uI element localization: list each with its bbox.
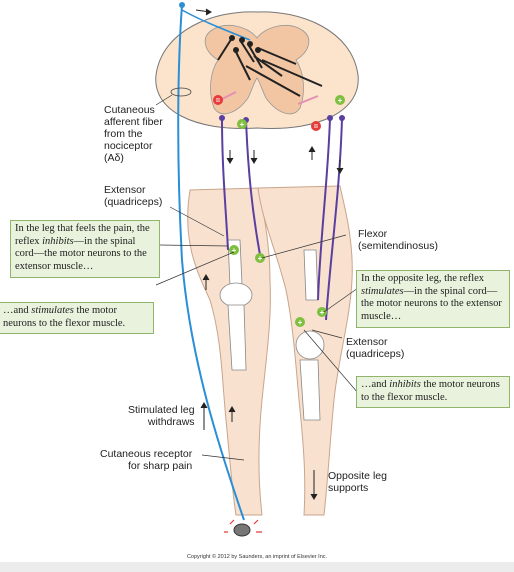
- interneuron-bodies: [229, 35, 261, 53]
- stimulates-left-box: …and stimulates the motor neurons to the…: [0, 302, 154, 334]
- svg-text:=: =: [216, 96, 221, 105]
- nerve-sheath: [170, 87, 192, 97]
- pain-stimulus: [224, 519, 262, 537]
- interneurons: [217, 37, 323, 105]
- svg-text:+: +: [338, 96, 343, 105]
- extensor-right-label: Extensor (quadriceps): [346, 336, 405, 360]
- leader-lines: [155, 94, 359, 461]
- svg-text:+: +: [258, 254, 263, 263]
- copyright: Copyright © 2012 by Saunders, an imprint…: [186, 554, 328, 560]
- synapse-sign-text: = + = + + + + +: [216, 96, 343, 327]
- left-leg: [187, 187, 271, 516]
- svg-text:+: +: [232, 246, 237, 255]
- svg-text:+: +: [320, 308, 325, 317]
- inhibits-left-box: In the leg that feels the pain, the refl…: [10, 220, 160, 278]
- svg-text:+: +: [298, 318, 303, 327]
- left-knee-bones: [219, 239, 253, 371]
- flexor-right-label: Flexor (semitendinosus): [358, 228, 438, 252]
- svg-text:+: +: [240, 120, 245, 129]
- dorsal-root-ganglion: [179, 2, 185, 8]
- extensor-left-label: Extensor (quadriceps): [104, 184, 163, 208]
- bottom-bar: [0, 562, 514, 572]
- spinal-cord: [155, 11, 359, 129]
- afferent-fiber-label: Cutaneous afferent fiber from the nocice…: [104, 104, 163, 164]
- stimulates-right-box: In the opposite leg, the reflex stimulat…: [356, 270, 510, 328]
- inhibits-right-box: …and inhibits the motor neurons to the f…: [356, 376, 510, 408]
- afferent-fiber: [170, 2, 251, 521]
- svg-text:=: =: [314, 122, 319, 131]
- motor-neurons: [221, 117, 343, 321]
- synapse-signs: [213, 95, 345, 327]
- stimulated-leg-label: Stimulated leg withdraws: [128, 404, 195, 428]
- direction-arrows: [195, 8, 344, 500]
- right-knee-bones: [295, 249, 325, 421]
- motor-neuron-bodies: [219, 115, 345, 123]
- opposite-leg-label: Opposite leg supports: [328, 470, 387, 494]
- receptor-label: Cutaneous receptor for sharp pain: [100, 448, 193, 472]
- gray-matter: [204, 25, 310, 115]
